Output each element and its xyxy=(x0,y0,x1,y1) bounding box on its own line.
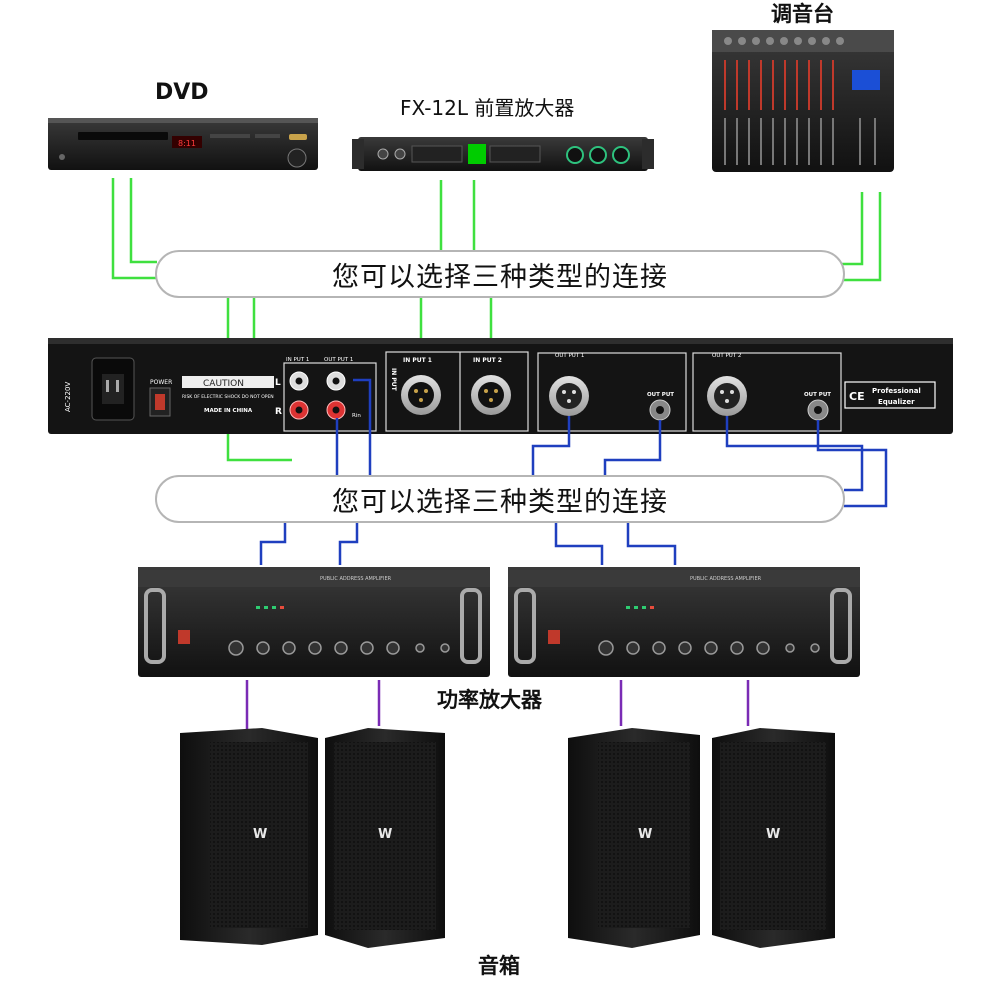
bus-to-amp-2-left xyxy=(554,522,604,565)
xlr-out-1-to-bus xyxy=(531,416,571,476)
connection-note-top: 您可以选择三种类型的连接 xyxy=(155,250,845,298)
bus-to-amp-1-left xyxy=(259,522,287,565)
dvd-player: 8:11 xyxy=(48,118,318,170)
output-group-1-label: OUT PUT 1 xyxy=(555,353,584,359)
purple-cables xyxy=(245,680,750,730)
equalizer-rear-panel xyxy=(48,338,953,434)
jack-2-label: OUT PUT xyxy=(804,392,831,398)
mixer-cable-left xyxy=(842,192,864,266)
speaker-2 xyxy=(325,728,445,948)
dvd-cable-right xyxy=(129,178,157,264)
speaker-4-logo: W xyxy=(766,827,780,842)
rca-r-label: R xyxy=(275,407,282,417)
connection-note-bottom: 您可以选择三种类型的连接 xyxy=(155,475,845,523)
fx-12l-preamp xyxy=(352,137,654,171)
preamp-label: FX-12L 前置放大器 xyxy=(400,96,575,120)
rca-out-label: OUT PUT 1 xyxy=(324,357,353,363)
speaker-1-logo: W xyxy=(253,827,267,842)
rca-l-label: L xyxy=(275,378,281,388)
dvd-cable-left xyxy=(111,178,157,280)
speaker-3 xyxy=(568,728,700,948)
bus-to-amp-2-right xyxy=(626,522,677,565)
speaker-1 xyxy=(180,728,318,945)
xlr-out-2-to-bus xyxy=(725,416,864,492)
brand-line-2: Equalizer xyxy=(878,398,915,406)
ce-mark: CE xyxy=(849,390,865,403)
dvd-label: DVD xyxy=(155,80,209,105)
rca-in-label: IN PUT 1 xyxy=(286,357,309,363)
speakers-label: 音箱 xyxy=(478,954,520,978)
brand-line-1: Professional xyxy=(872,387,921,395)
xlr-input-1-label: IN PUT 1 xyxy=(403,357,432,364)
speaker-3-logo: W xyxy=(638,827,652,842)
mixer-cable-right xyxy=(842,192,882,282)
xlr-input-2-label: IN PUT 2 xyxy=(473,357,502,364)
jack-2-to-bus xyxy=(816,420,888,508)
bus-to-amp-1-right xyxy=(338,522,359,565)
panel-texts: AC-220V POWER CAUTION RISK OF ELECTRIC S… xyxy=(64,353,921,419)
amp-2-title: PUBLIC ADDRESS AMPLIFIER xyxy=(690,576,762,582)
caution-text: RISK OF ELECTRIC SHOCK DO NOT OPEN xyxy=(182,394,274,400)
mixer-label: 调音台 xyxy=(771,2,834,26)
output-group-2-label: OUT PUT 2 xyxy=(712,353,741,359)
mixer-console xyxy=(712,30,894,172)
speaker-4 xyxy=(712,728,835,948)
xlr-input-side-label: IN PUT xyxy=(390,368,397,392)
blue-cables xyxy=(259,378,888,565)
jack-1-label: OUT PUT xyxy=(647,392,674,398)
speaker-2-logo: W xyxy=(378,827,392,842)
caution-title: CAUTION xyxy=(203,379,244,389)
power-amplifier-1 xyxy=(138,567,490,677)
svg-text:8:11: 8:11 xyxy=(178,139,196,148)
power-amp-label: 功率放大器 xyxy=(437,688,542,712)
power-amplifier-2 xyxy=(508,567,860,677)
rca-out-to-bus-right xyxy=(353,378,372,476)
voltage-label: AC-220V xyxy=(64,382,72,412)
made-in-label: MADE IN CHINA xyxy=(204,408,253,414)
amp-1-title: PUBLIC ADDRESS AMPLIFIER xyxy=(320,576,392,582)
rca-rin-label: Rin xyxy=(352,413,361,419)
jack-1-to-bus xyxy=(603,420,662,476)
power-label: POWER xyxy=(150,379,172,386)
